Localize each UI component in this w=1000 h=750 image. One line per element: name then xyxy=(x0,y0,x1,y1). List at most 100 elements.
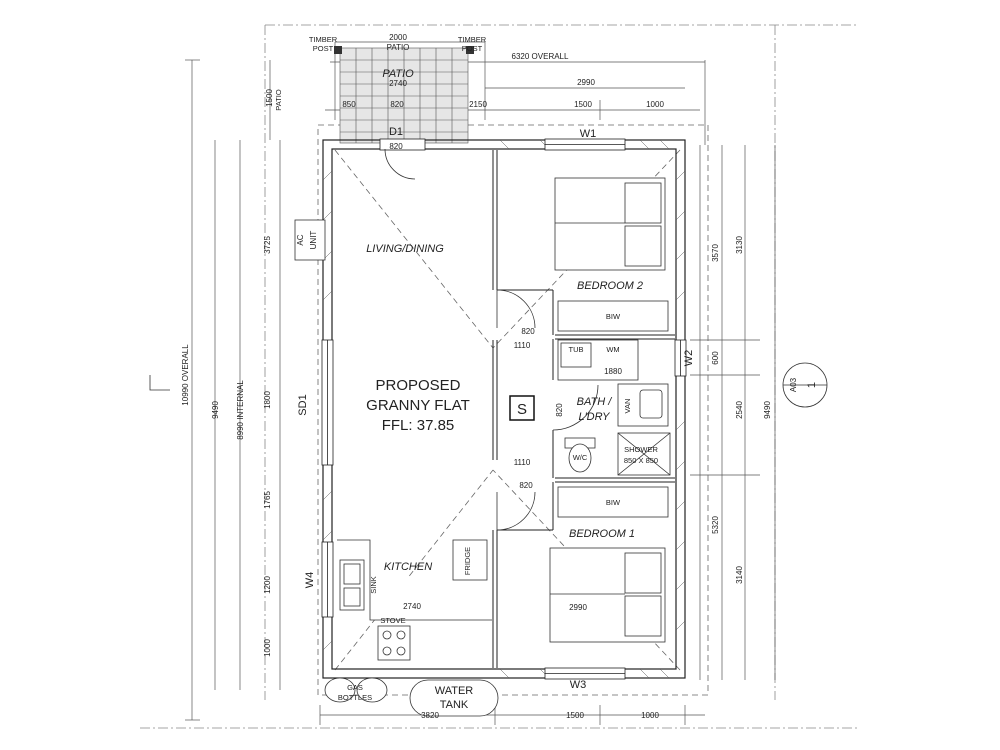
dim-1765: 1765 xyxy=(263,491,272,509)
dim-1110-b: 1110 xyxy=(514,458,531,467)
dim-820-bed2-door: 820 xyxy=(521,327,535,336)
dim-5320: 5320 xyxy=(711,516,720,534)
ac-label-1: AC xyxy=(296,234,305,245)
tag-w2: W2 xyxy=(683,350,695,367)
dim-patio-top: PATIO xyxy=(387,43,410,52)
built-in-wardrobes xyxy=(557,300,669,518)
openings xyxy=(321,138,687,680)
timber-post-left xyxy=(334,46,342,54)
gas-label-1: GAS xyxy=(347,683,363,692)
room-patio: PATIO xyxy=(382,68,414,80)
dim-3725: 3725 xyxy=(263,236,272,254)
smoke-detector-label: S xyxy=(517,401,527,418)
timber-post-label-right-1: TIMBER xyxy=(458,35,487,44)
dim-1500-bottom: 1500 xyxy=(566,711,584,720)
shower-label-2: 850 X 850 xyxy=(624,456,658,465)
dim-1880: 1880 xyxy=(604,367,622,376)
wc-label: W/C xyxy=(573,453,588,462)
tank-label-2: TANK xyxy=(440,699,469,711)
boundary-lines xyxy=(140,24,858,729)
door-swings xyxy=(384,148,599,531)
dim-2740-kitchen: 2740 xyxy=(403,602,421,611)
dim-3820: 3820 xyxy=(421,711,439,720)
dim-2150: 2150 xyxy=(469,100,487,109)
dim-820-door: 820 xyxy=(389,142,403,151)
room-bath-2: L'DRY xyxy=(578,411,610,423)
tag-d1: D1 xyxy=(389,126,403,138)
opening-tags: W1 W3 W2 W4 D1 SD1 xyxy=(297,126,695,691)
bathroom-fixtures xyxy=(557,339,671,476)
dim-10990: 10990 OVERALL xyxy=(181,344,190,406)
tag-w4: W4 xyxy=(304,572,316,589)
dim-1000-left: 1000 xyxy=(263,639,272,657)
plan-title-line1: PROPOSED xyxy=(375,377,460,394)
dim-1200: 1200 xyxy=(263,576,272,594)
section-sheet-ref: A03 xyxy=(789,377,798,392)
room-living: LIVING/DINING xyxy=(366,243,444,255)
room-bedroom-1: BEDROOM 1 xyxy=(569,528,635,540)
biw-label-1: BIW xyxy=(606,498,621,507)
dim-1000-bottom: 1000 xyxy=(641,711,659,720)
biw-label-2: BIW xyxy=(606,312,621,321)
kitchen-joinery xyxy=(337,539,492,661)
room-kitchen: KITCHEN xyxy=(384,561,432,573)
tag-w3: W3 xyxy=(570,679,587,691)
dim-850: 850 xyxy=(342,100,356,109)
dim-1500-side: 1500 xyxy=(265,89,274,107)
dim-820-bath-door: 820 xyxy=(555,403,564,417)
gas-label-2: BOTTLES xyxy=(338,693,372,702)
plan-title-line2: GRANNY FLAT xyxy=(366,397,470,414)
smoke-detector xyxy=(509,395,535,421)
dim-9490-right: 9490 xyxy=(763,401,772,419)
section-number: 1 xyxy=(806,382,818,388)
section-marker-labels: 1 A03 xyxy=(789,377,818,392)
dim-2990-bed1: 2990 xyxy=(569,603,587,612)
internal-walls xyxy=(492,150,675,668)
dim-2540: 2540 xyxy=(735,401,744,419)
dim-6320: 6320 OVERALL xyxy=(512,52,569,61)
ac-label-2: UNIT xyxy=(309,231,318,250)
sink-label: SINK xyxy=(369,576,378,594)
tank-label-1: WATER xyxy=(435,685,474,697)
dim-2990-top: 2990 xyxy=(577,78,595,87)
dim-8990: 8990 INTERNAL xyxy=(236,380,245,440)
external-equipment xyxy=(294,219,499,717)
dim-1000-top: 1000 xyxy=(646,100,664,109)
timber-post-right xyxy=(466,46,474,54)
plan-title-line3: FFL: 37.85 xyxy=(382,417,455,434)
dim-600: 600 xyxy=(711,351,720,365)
section-marker xyxy=(149,362,828,408)
dim-2000: 2000 xyxy=(389,33,407,42)
dim-1800: 1800 xyxy=(263,391,272,409)
room-labels: PROPOSED GRANNY FLAT FFL: 37.85 LIVING/D… xyxy=(366,68,643,573)
dim-820-bed1-door: 820 xyxy=(519,481,533,490)
dim-9490-left: 9490 xyxy=(211,401,220,419)
dim-3140: 3140 xyxy=(735,566,744,584)
room-bath-1: BATH / xyxy=(577,396,613,408)
van-label: VAN xyxy=(623,399,632,414)
patio-paving xyxy=(339,47,469,144)
wm-label: WM xyxy=(606,345,619,354)
stove-label: STOVE xyxy=(380,616,405,625)
tag-sd1: SD1 xyxy=(297,394,309,415)
dim-3130: 3130 xyxy=(735,236,744,254)
room-bedroom-2: BEDROOM 2 xyxy=(577,280,643,292)
dimension-lines xyxy=(185,41,776,725)
dimension-labels: 2000 PATIO 6320 OVERALL 2740 2990 850 82… xyxy=(181,33,772,720)
patio-depth-label: PATIO xyxy=(274,89,283,111)
tub-label: TUB xyxy=(569,345,584,354)
dim-1110-a: 1110 xyxy=(514,341,531,350)
fridge-label: FRIDGE xyxy=(463,547,472,575)
shower-label-1: SHOWER xyxy=(624,445,658,454)
dim-3570: 3570 xyxy=(711,244,720,262)
fixture-labels: BIW BIW TUB WM VAN W/C SHOWER 850 X 850 … xyxy=(274,35,658,711)
timber-post-label-left-2: POST xyxy=(313,44,334,53)
dim-2740-top: 2740 xyxy=(389,79,407,88)
timber-post-label-right-2: POST xyxy=(462,44,483,53)
tag-w1: W1 xyxy=(580,128,597,140)
dim-1500-top: 1500 xyxy=(574,100,592,109)
bed-bedroom-1 xyxy=(549,547,666,643)
dim-820-top: 820 xyxy=(390,100,404,109)
bed-bedroom-2 xyxy=(554,177,666,271)
